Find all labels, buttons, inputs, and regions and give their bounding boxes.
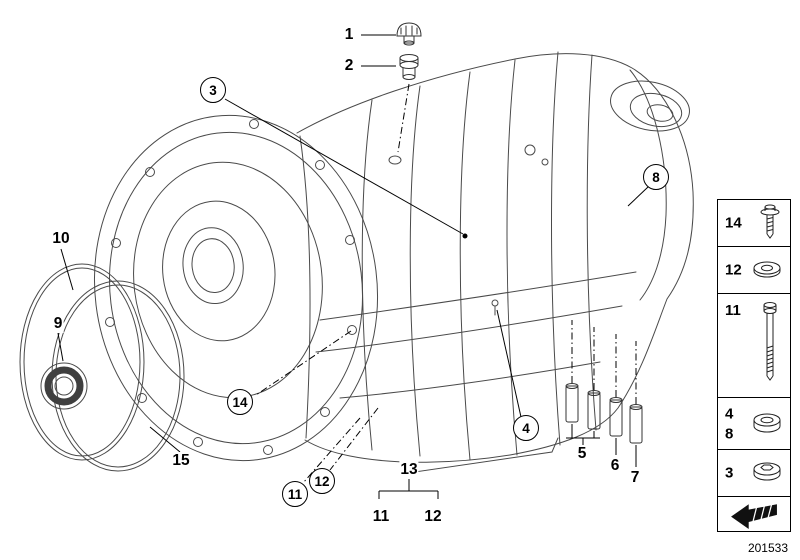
callout-label: 8 [652, 169, 660, 185]
leader-lines [57, 34, 649, 499]
legend-item-14[interactable]: 14 [718, 200, 790, 247]
legend-label: 3 [725, 464, 734, 482]
callout-label: 3 [209, 82, 217, 98]
flange-screw-icon [760, 204, 780, 239]
label-6[interactable]: 6 [609, 457, 621, 475]
callout-8[interactable]: 8 [643, 164, 669, 190]
sealing-plug-part [399, 54, 419, 80]
legend-label: 8 [725, 425, 734, 442]
screw-plug-icon [753, 462, 781, 481]
legend-item-direction[interactable] [718, 497, 790, 531]
legend-item-4-8[interactable]: 4 8 [718, 398, 790, 450]
callout-label: 12 [314, 473, 330, 489]
legend-label: 4 [725, 405, 734, 422]
direction-arrow-icon [731, 504, 777, 529]
gasket-rings [19, 263, 185, 472]
housing-body [296, 51, 694, 474]
callout-4[interactable]: 4 [513, 415, 539, 441]
callout-3[interactable]: 3 [200, 77, 226, 103]
legend-panel: 14 12 [717, 199, 791, 532]
legend-item-11[interactable]: 11 [718, 294, 790, 398]
label-1[interactable]: 1 [343, 26, 355, 44]
washer-icon [753, 261, 781, 278]
legend-label: 14 [725, 214, 742, 232]
callout-label: 4 [522, 420, 530, 436]
legend-item-12[interactable]: 12 [718, 247, 790, 294]
legend-label: 11 [725, 302, 741, 319]
legend-label: 12 [725, 261, 742, 279]
legend-label-group: 4 8 [725, 405, 733, 442]
bell-housing [93, 114, 379, 462]
label-12-bottom[interactable]: 12 [423, 508, 443, 526]
dowel-pins [565, 383, 643, 444]
label-13[interactable]: 13 [399, 461, 419, 479]
label-5[interactable]: 5 [576, 445, 588, 463]
diagram-number: 201533 [747, 541, 788, 555]
shaft-seal [40, 362, 88, 410]
callout-14[interactable]: 14 [227, 389, 253, 415]
legend-item-3[interactable]: 3 [718, 450, 790, 497]
label-2[interactable]: 2 [343, 57, 355, 75]
callout-label: 14 [232, 394, 248, 410]
callout-label: 11 [287, 486, 303, 502]
flange-bolt-holes [105, 119, 357, 455]
label-9[interactable]: 9 [52, 315, 64, 333]
callout-11[interactable]: 11 [282, 481, 308, 507]
breather-cap-part [396, 22, 422, 46]
sealing-plug-icon [753, 413, 781, 432]
callout-12[interactable]: 12 [309, 468, 335, 494]
label-10[interactable]: 10 [51, 230, 71, 248]
long-bolt-icon [763, 301, 777, 381]
label-11-bottom[interactable]: 11 [371, 508, 391, 526]
label-7[interactable]: 7 [629, 469, 641, 487]
label-15[interactable]: 15 [171, 452, 191, 470]
